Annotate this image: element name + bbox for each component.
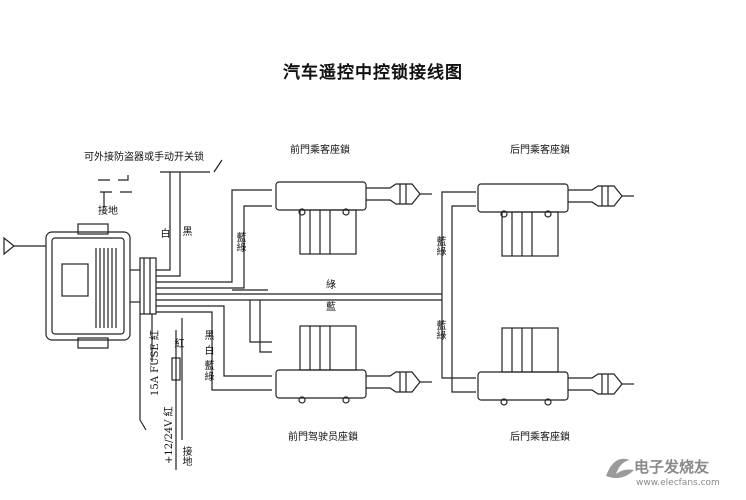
wire-group-driver-label: 黑 白 藍綠: [202, 330, 213, 383]
lock-actuator-rear-passenger-bottom: [477, 327, 634, 406]
watermark-brand: 电子发烧友: [634, 458, 710, 476]
rear-passenger-lock-top-label: 后門乘客座鎖: [510, 145, 570, 156]
alarm-switch-label: 可外接防盗器或手动开关锁: [84, 152, 204, 163]
front-passenger-lock-label: 前門乘客座鎖: [290, 145, 350, 156]
power-lines: [139, 314, 183, 470]
power-label: +12/24V 紅: [164, 406, 175, 464]
wire-blue-label: 藍: [326, 302, 336, 313]
wire-black-label: 黑: [180, 226, 191, 236]
wire-red-label: 紅: [172, 338, 183, 348]
wire-blue-green-1-label: 藍綠: [234, 232, 245, 252]
wire-blue-green-3-label: 藍綠: [434, 320, 445, 340]
wire-white-label: 白: [158, 228, 169, 238]
ground-top-label: 接地: [98, 206, 118, 217]
rear-passenger-lock-bottom-label: 后門乘客座鎖: [510, 432, 570, 443]
wire-green-label: 綠: [326, 280, 336, 291]
controller-connector: [130, 257, 157, 315]
elecfans-logo-icon: [606, 458, 634, 478]
lock-actuator-front-driver: [275, 325, 432, 404]
watermark-url: www.elecfans.com: [636, 478, 720, 488]
fuse-label: 15A FUSE 紅: [150, 330, 161, 396]
lock-actuator-front-passenger: [275, 181, 432, 255]
alarm-switch-wiring: [98, 159, 223, 277]
ground-bottom-label: 接地: [180, 446, 191, 466]
main-harness: [156, 189, 476, 393]
antenna-symbol: [3, 236, 46, 256]
front-driver-lock-label: 前門驾驶员座鎖: [288, 432, 358, 443]
controller-box: [45, 223, 131, 349]
diagram-title: 汽车遥控中控锁接线图: [283, 63, 463, 83]
lock-actuator-rear-passenger-top: [477, 183, 634, 257]
wire-blue-green-2-label: 藍綠: [434, 236, 445, 256]
